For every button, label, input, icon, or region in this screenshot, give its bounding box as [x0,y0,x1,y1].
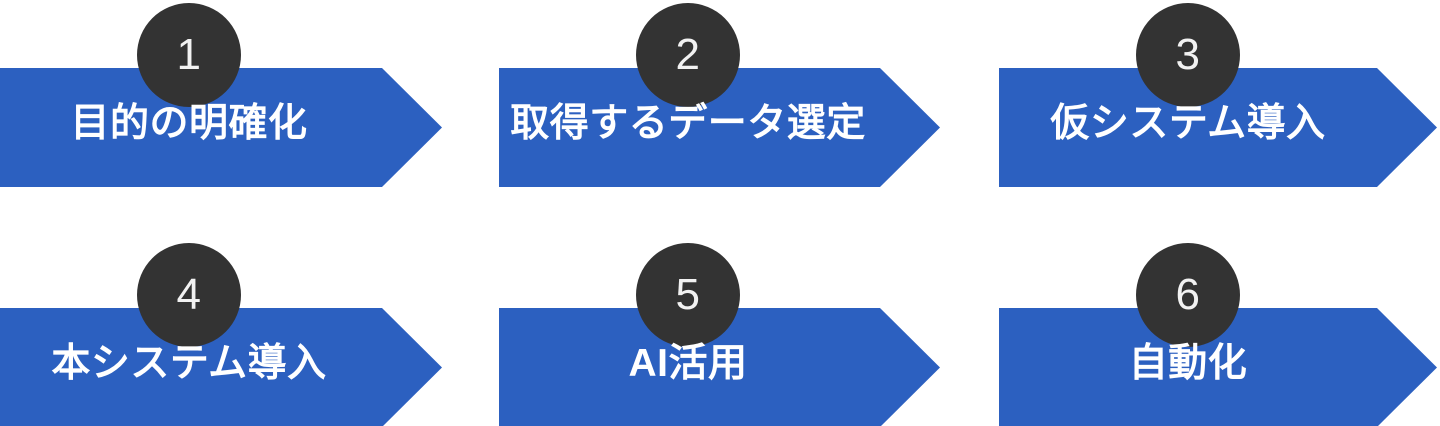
step-number-badge: 1 [137,3,241,107]
process-flow-row-2: 4 本システム導入 5 AI活用 6 自動化 [0,240,1440,426]
step-number-label: 3 [1175,30,1201,79]
step-number-label: 5 [675,270,701,319]
step-title-label: 本システム導入 [51,342,327,385]
step-number-label: 2 [675,30,701,79]
step-number-badge: 2 [636,3,740,107]
process-step-4[interactable]: 4 本システム導入 [0,240,442,426]
step-title-label: 取得するデータ選定 [510,102,866,145]
step-title-label: AI活用 [628,342,748,385]
step-number-badge: 6 [1136,243,1240,347]
step-number-label: 1 [176,30,202,79]
process-step-1[interactable]: 1 目的の明確化 [0,0,442,186]
step-title-label: 目的の明確化 [70,102,308,145]
process-step-3[interactable]: 3 仮システム導入 [999,0,1437,186]
process-step-5[interactable]: 5 AI活用 [499,240,940,426]
step-number-badge: 5 [636,243,740,347]
step-number-badge: 3 [1136,3,1240,107]
step-number-label: 4 [176,270,202,319]
process-step-6[interactable]: 6 自動化 [999,240,1437,426]
step-number-badge: 4 [137,243,241,347]
process-step-2[interactable]: 2 取得するデータ選定 [499,0,940,186]
step-number-label: 6 [1175,270,1201,319]
step-title-label: 自動化 [1128,342,1248,385]
process-flow-row-1: 1 目的の明確化 2 取得するデータ選定 3 仮システム導入 [0,0,1440,186]
step-title-label: 仮システム導入 [1050,102,1326,145]
